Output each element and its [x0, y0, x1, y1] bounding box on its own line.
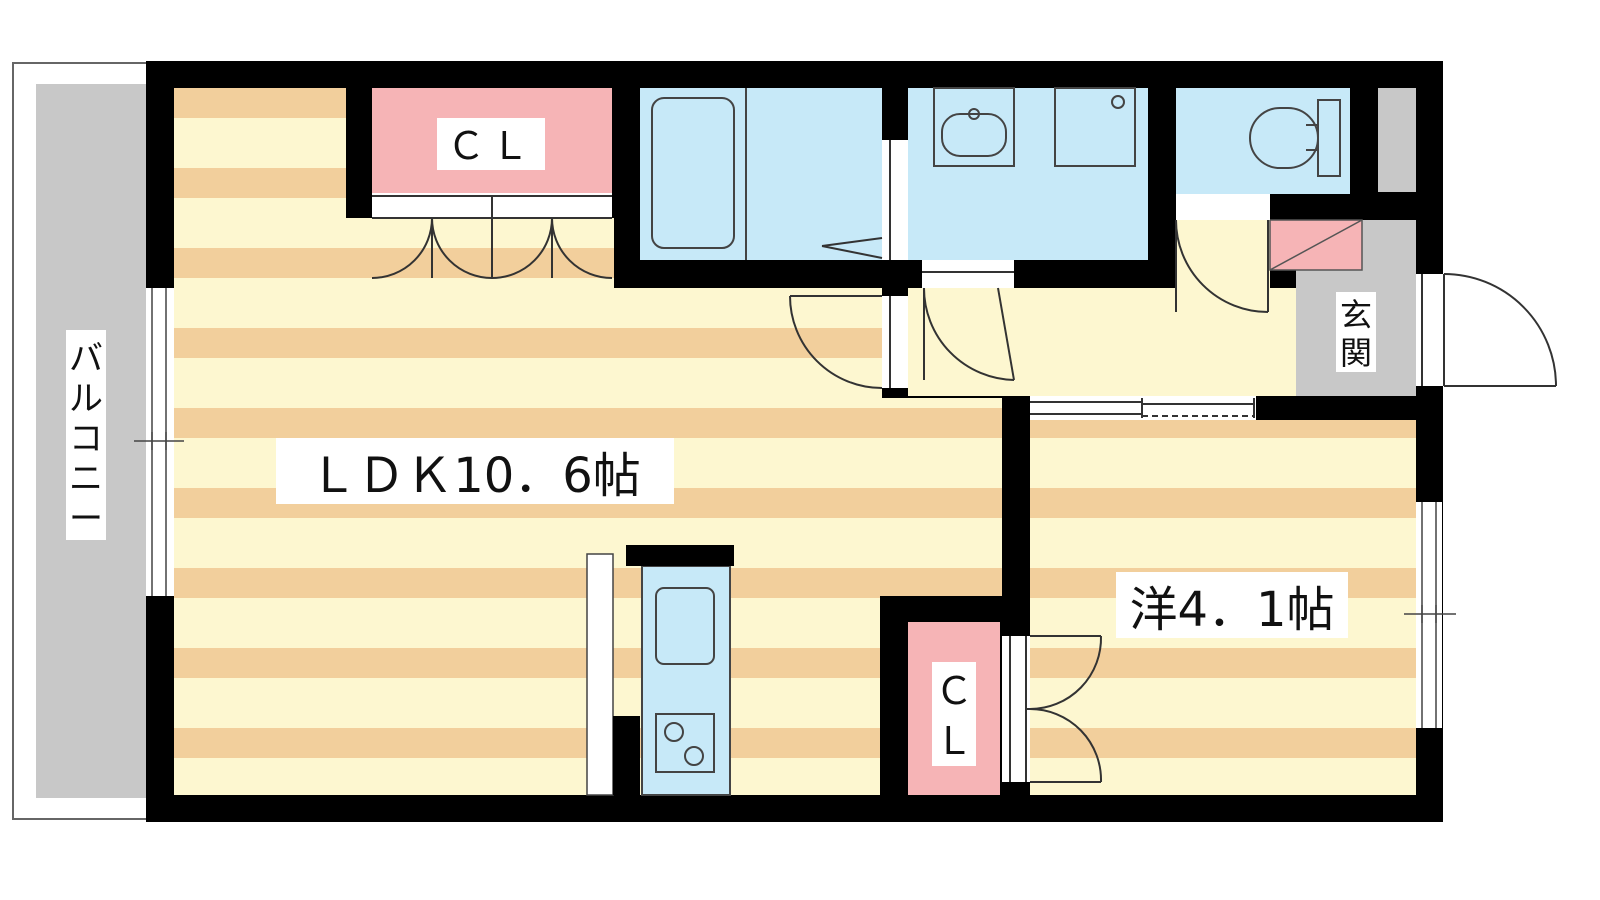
entrance-label-2: 関	[1340, 334, 1372, 372]
bathroom-door-leaf	[821, 245, 883, 259]
ldk-door-opening	[882, 296, 908, 388]
entrance-label-bg	[1336, 292, 1376, 372]
ldk-floor	[174, 88, 346, 288]
hallway-upper	[1176, 220, 1270, 288]
balcony-char-3: コ	[69, 419, 103, 459]
closet-bottom-label-1: Ｃ	[935, 669, 973, 713]
door-swings	[371, 140, 1557, 783]
toilet	[1176, 88, 1350, 194]
western-room-label-bg	[1116, 572, 1348, 638]
balcony-label-bg	[66, 330, 106, 540]
ldk-floor	[174, 288, 882, 398]
kitchen-hood-wall	[626, 545, 734, 566]
washing-machine-icon	[1054, 87, 1136, 167]
balcony-char-1: バ	[69, 339, 103, 379]
toilet-door-opening	[1176, 194, 1270, 220]
hallway	[908, 288, 1296, 396]
kitchen-sink	[655, 587, 715, 665]
closet-bottom-label-2: Ｌ	[935, 719, 973, 763]
washroom-door-swing	[923, 287, 1015, 381]
stove-burner-icon	[684, 746, 704, 766]
bathtub-icon	[651, 97, 735, 249]
toilet-door-swing	[1175, 219, 1269, 313]
bathroom-door-opening	[882, 140, 908, 260]
closet-door-swing	[1029, 708, 1103, 783]
entrance-door-swing	[1443, 273, 1557, 387]
closet-bottom-label-bg	[932, 662, 976, 766]
entrance-label-1: 玄	[1340, 296, 1372, 334]
ldk-floor	[174, 596, 880, 795]
closet-top-label: ＣＬ	[447, 124, 535, 168]
closet-door-swing	[371, 217, 433, 279]
balcony-label: バ ル コ ニ ー	[69, 339, 103, 539]
kitchen-partition	[586, 553, 614, 796]
washbasin-cabinet	[933, 87, 1015, 167]
closet-door-swing	[551, 217, 613, 279]
balcony-window	[146, 288, 174, 596]
storage-shelf	[1378, 88, 1416, 192]
entrance-step-diagonal	[1269, 219, 1363, 271]
washroom	[908, 88, 1148, 260]
balcony-char-5: ー	[69, 499, 103, 539]
entrance-door-opening	[1416, 274, 1444, 386]
washroom-door-opening	[922, 260, 1014, 288]
toilet-tank-icon	[1317, 99, 1341, 177]
bathroom-door-leaf	[821, 237, 883, 247]
room-window	[1416, 502, 1442, 728]
faucet-icon	[968, 108, 980, 120]
ldk-label: ＬＤＫ10．6帖	[309, 448, 641, 504]
bathroom	[640, 88, 882, 260]
closet-door-swing	[491, 217, 553, 279]
closet-door-swing	[431, 217, 493, 279]
stove	[655, 713, 715, 773]
ldk-label-bg	[276, 438, 674, 504]
balcony-char-2: ル	[69, 379, 103, 419]
ldk-door-swing	[789, 295, 883, 389]
washroom-door-leaf	[997, 287, 1015, 381]
kitchen-partition-wall	[613, 716, 640, 795]
stove-burner-icon	[664, 722, 684, 742]
washbasin-icon	[941, 113, 1007, 157]
closet-top-label-bg	[437, 118, 545, 170]
closet-door-swing	[1029, 635, 1103, 710]
balcony-char-4: ニ	[69, 459, 103, 499]
drain-icon	[1111, 95, 1125, 109]
western-room-label: 洋4．1帖	[1129, 582, 1334, 638]
